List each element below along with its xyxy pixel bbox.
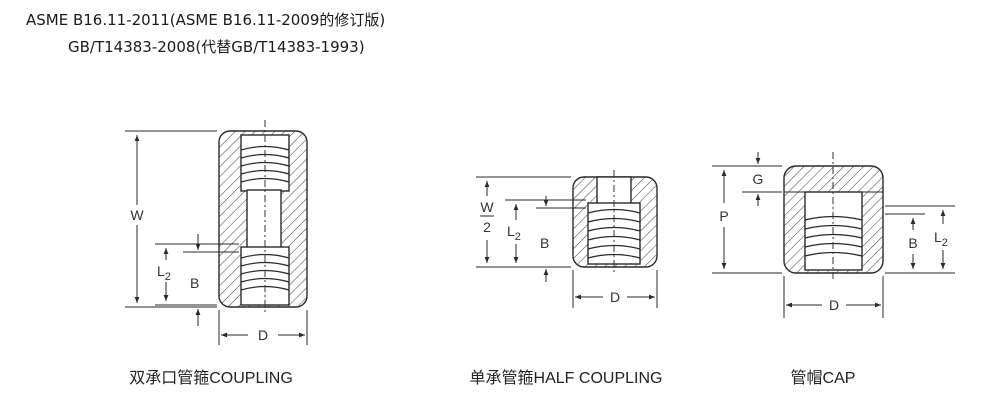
cap-b-label: B bbox=[908, 235, 917, 251]
half-coupling-b-label: B bbox=[540, 235, 549, 251]
coupling-l-label: L2 bbox=[157, 263, 171, 283]
half-coupling-l2-b-dimension bbox=[505, 196, 586, 282]
half-coupling-d-label: D bbox=[610, 289, 620, 305]
coupling-d-label: D bbox=[258, 327, 268, 343]
coupling-w-label: W bbox=[130, 207, 144, 223]
coupling-caption: 双承口管箍COUPLING bbox=[129, 370, 293, 387]
coupling-figure: W L2 B D bbox=[125, 120, 308, 345]
coupling-d-dimension bbox=[218, 310, 308, 345]
cap-l-label: L2 bbox=[934, 229, 948, 249]
coupling-w-dimension bbox=[125, 130, 217, 308]
half-coupling-figure: W 2 L2 B D bbox=[476, 170, 658, 308]
cap-g-label: G bbox=[753, 171, 764, 187]
cap-g-p-dimension bbox=[712, 152, 782, 274]
standard-title-line-2: GB/T14383-2008(代替GB/T14383-1993) bbox=[68, 38, 365, 56]
coupling-body bbox=[218, 130, 308, 308]
standard-title-line-1: ASME B16.11-2011(ASME B16.11-2009的修订版) bbox=[26, 11, 386, 29]
half-coupling-w-denominator: 2 bbox=[483, 219, 491, 235]
cap-caption: 管帽CAP bbox=[790, 370, 856, 387]
cap-d-label: D bbox=[829, 297, 839, 313]
half-coupling-w-label: W bbox=[480, 199, 494, 215]
half-coupling-w2-dimension bbox=[476, 176, 571, 268]
half-coupling-caption: 单承管箍HALF COUPLING bbox=[469, 370, 663, 387]
half-coupling-body bbox=[572, 176, 658, 268]
cap-figure: G P B L2 D bbox=[712, 152, 955, 318]
half-coupling-d-dimension bbox=[572, 270, 658, 308]
cap-p-label: P bbox=[719, 208, 728, 224]
cap-d-dimension bbox=[783, 276, 884, 318]
cap-b-l2-dimension bbox=[885, 205, 955, 274]
coupling-l2-b-dimension bbox=[155, 234, 239, 326]
coupling-b-label: B bbox=[190, 275, 199, 291]
half-coupling-l-label: L2 bbox=[507, 223, 521, 243]
